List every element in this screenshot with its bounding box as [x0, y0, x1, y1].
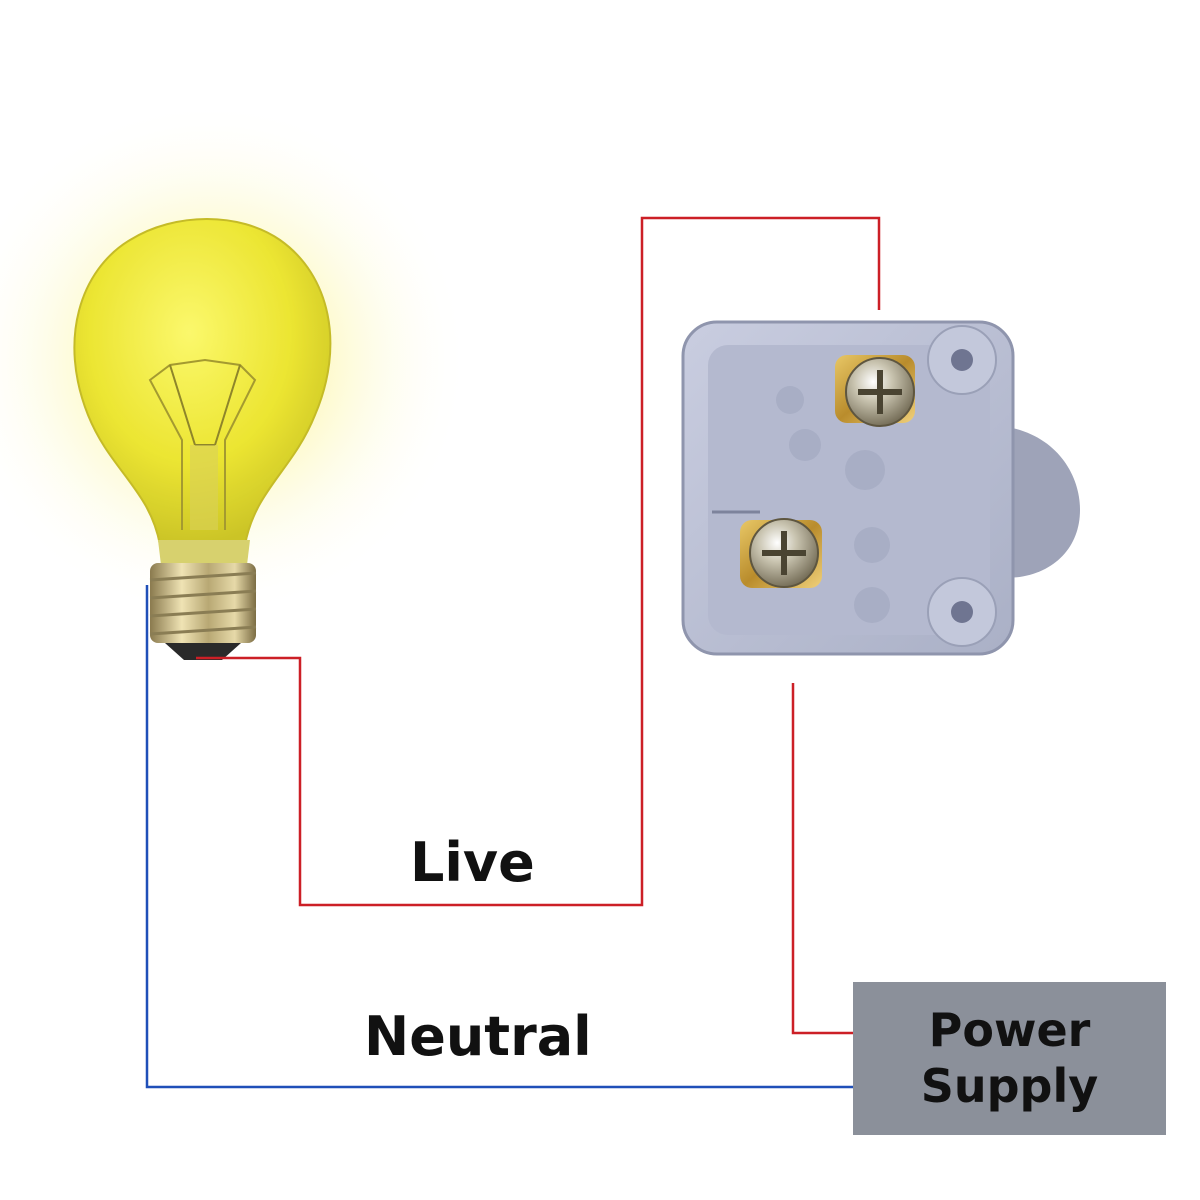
neutral-wire [145, 585, 853, 1089]
dimple [854, 527, 890, 563]
bulb-glass [73, 218, 332, 546]
live-label: Live [410, 831, 535, 894]
power-supply-line2: Supply [920, 1058, 1099, 1113]
bulb-stem [190, 445, 218, 530]
dimple [845, 450, 885, 490]
mount-hole-bottom [951, 601, 973, 623]
bulb-screw-base [150, 563, 256, 643]
terminal-screw-icon [740, 518, 822, 588]
mount-hole-top [951, 349, 973, 371]
bulb-contact [165, 643, 241, 660]
bulb-neck [158, 540, 250, 565]
live-wire-switch-to-supply [791, 683, 853, 1035]
power-supply-line1: Power [928, 1003, 1091, 1058]
neutral-label: Neutral [364, 1005, 592, 1068]
live-wire-bulb-to-switch [196, 216, 881, 907]
screw-slot [858, 370, 902, 414]
power-supply-box: Power Supply [853, 982, 1166, 1135]
bulb-filament [148, 358, 257, 530]
terminal-screw-icon [835, 355, 915, 427]
dimple [854, 587, 890, 623]
bulb-base-threads [149, 571, 257, 636]
dimple [776, 386, 804, 414]
wall-switch-icon [681, 320, 1080, 656]
screw-slot [762, 531, 806, 575]
dimple [789, 429, 821, 461]
light-bulb-icon [73, 218, 332, 660]
